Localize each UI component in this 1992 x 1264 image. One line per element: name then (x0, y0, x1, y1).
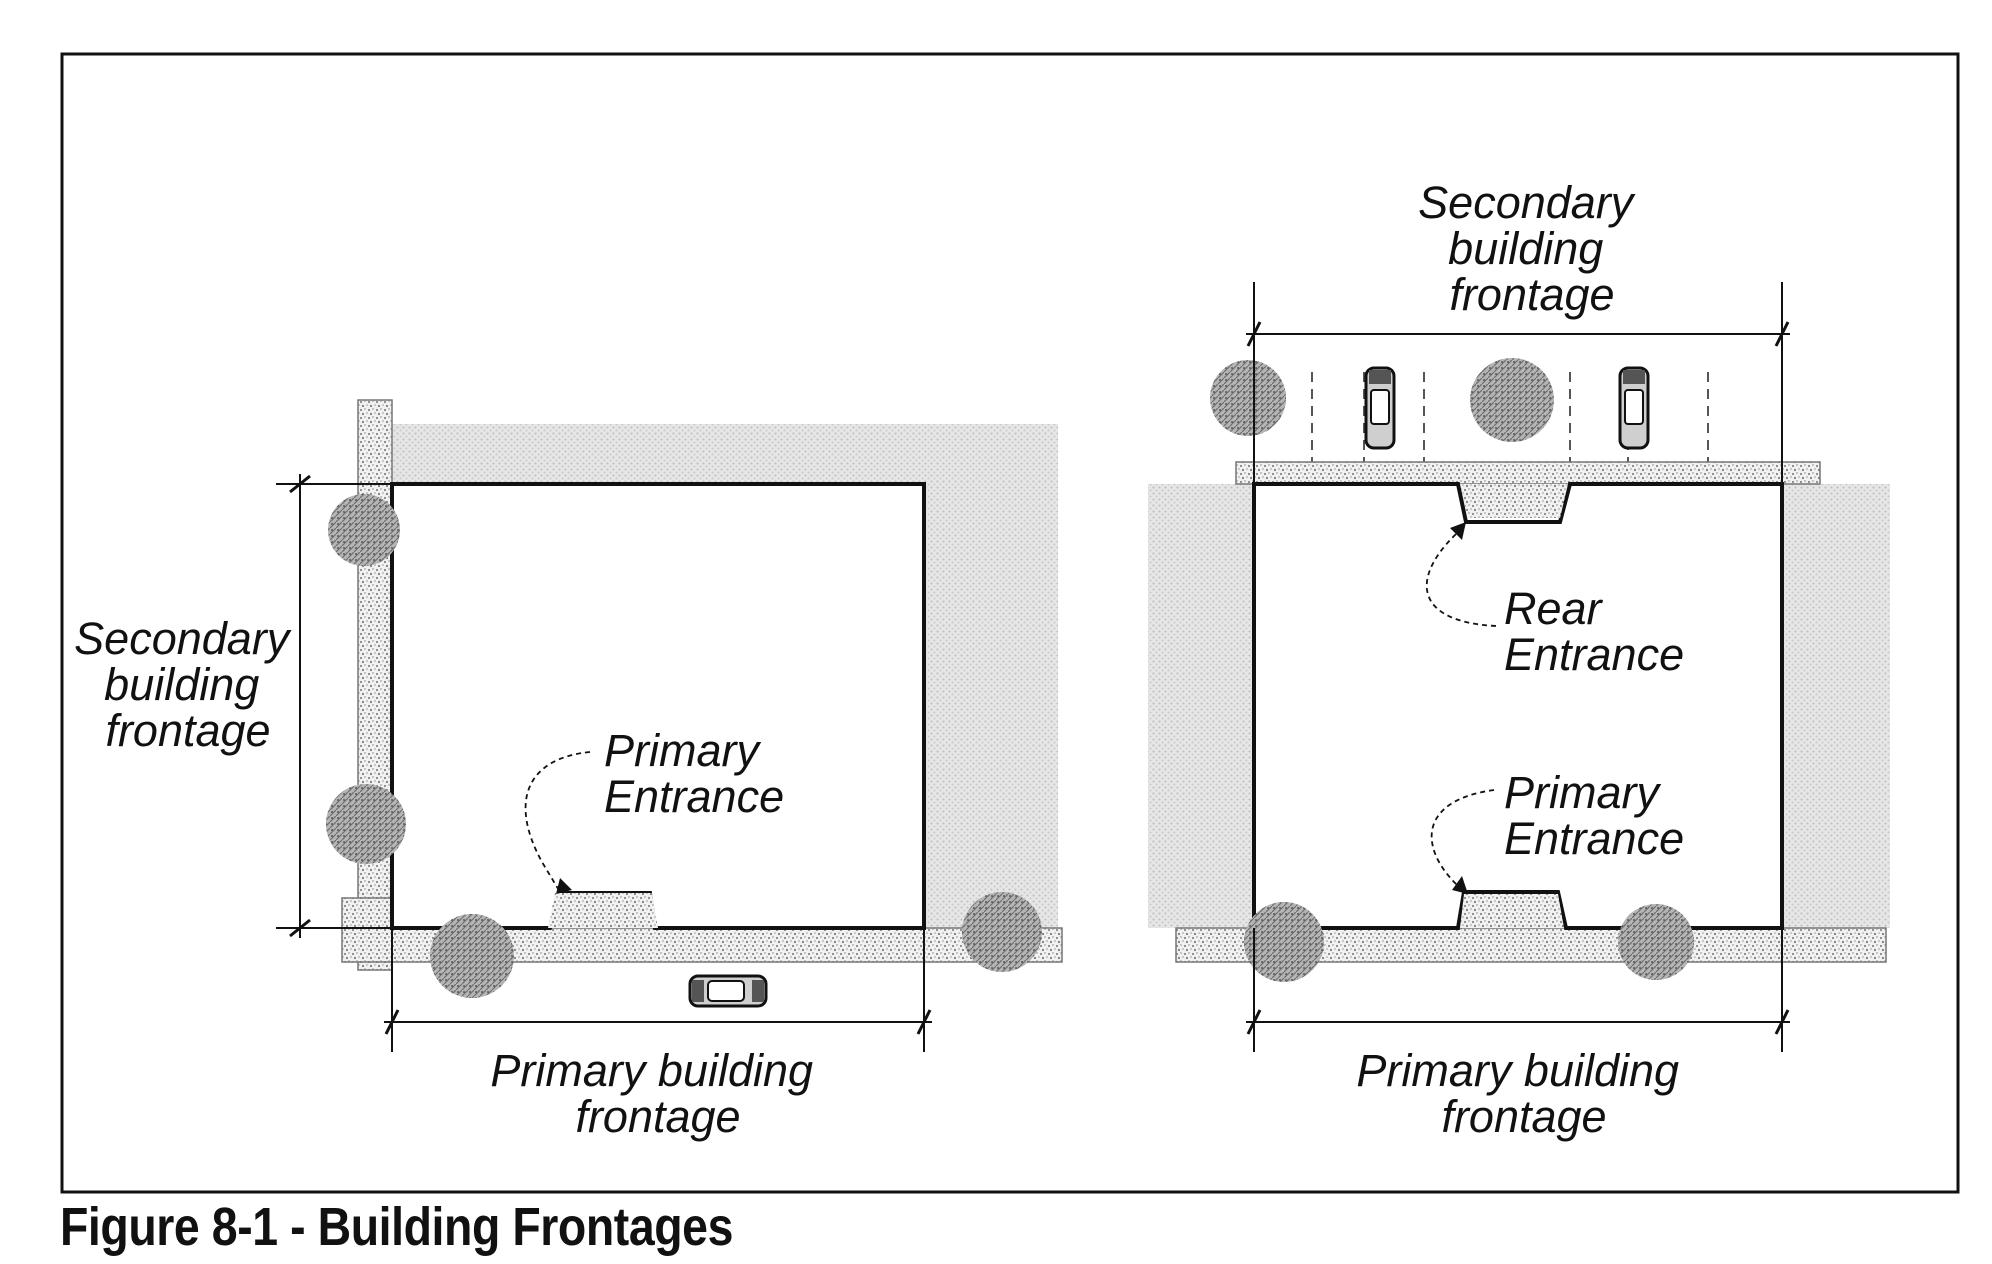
car-icon (1618, 366, 1650, 450)
tree-icon (328, 494, 400, 566)
arrowhead-icon (1450, 522, 1466, 540)
figure-caption: Figure 8-1 - Building Frontages (60, 1197, 733, 1257)
right-site (1148, 282, 1890, 1052)
tree-icon (430, 914, 514, 998)
tree-icon (1470, 358, 1554, 442)
right-rear-entrance-label: Rear Entrance (1504, 583, 1684, 680)
right-primary-entrance-label: Primary Entrance (1504, 767, 1684, 864)
right-primary-frontage-label: Primary building frontage (1356, 1045, 1691, 1142)
car-icon (1364, 366, 1396, 450)
arrowhead-icon (556, 878, 572, 894)
right-rear-entrance-leader (1425, 525, 1497, 627)
tree-icon (962, 892, 1042, 972)
tree-icon (1210, 360, 1286, 436)
right-primary-entrance-leader (1430, 789, 1495, 893)
left-secondary-dimension (276, 474, 392, 938)
right-lot-area (1148, 484, 1890, 928)
right-primary-dimension (1246, 928, 1790, 1052)
left-primary-entrance-stoop (548, 893, 658, 928)
right-rear-entrance-stoop (1460, 484, 1568, 518)
tree-icon (1618, 904, 1694, 980)
right-rear-sidewalk (1235, 461, 1821, 485)
left-side-sidewalk (357, 399, 393, 971)
left-primary-frontage-label: Primary building frontage (490, 1045, 825, 1142)
right-secondary-dimension (1246, 282, 1790, 484)
left-building-outline (390, 482, 926, 930)
figure-border (60, 52, 1960, 1194)
tree-icon (1244, 902, 1324, 982)
right-secondary-frontage-label: Secondary building frontage (1418, 177, 1646, 320)
tree-icon (326, 784, 406, 864)
arrowhead-icon (1452, 876, 1468, 894)
right-primary-entrance-stoop (1460, 894, 1564, 928)
car-icon (688, 974, 768, 1008)
left-site (276, 399, 1063, 1052)
left-primary-dimension (384, 928, 932, 1052)
left-primary-entrance-label: Primary Entrance (604, 725, 784, 822)
left-secondary-frontage-label: Secondary building frontage (74, 613, 302, 756)
left-primary-entrance-leader (524, 751, 591, 893)
